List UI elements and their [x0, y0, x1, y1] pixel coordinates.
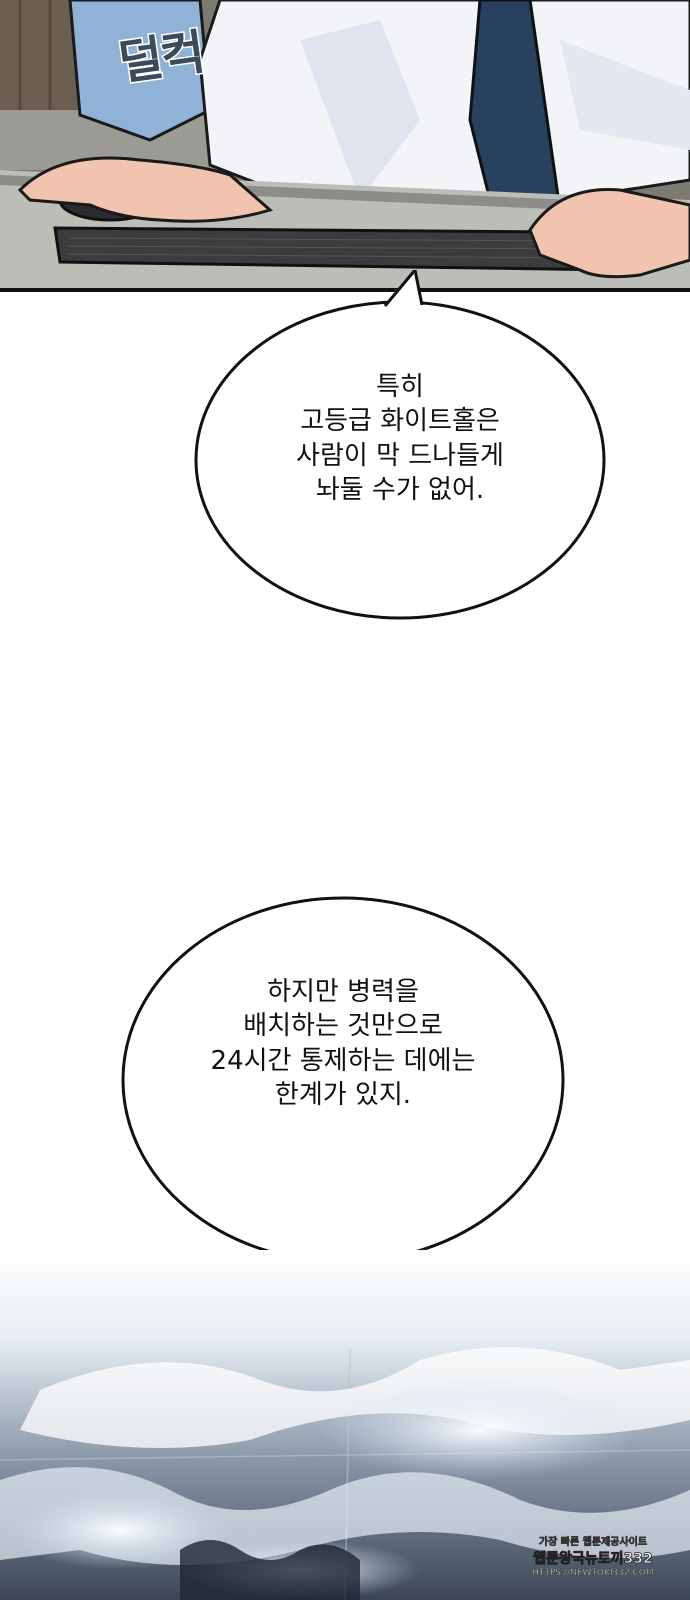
speech-bubble-2-text: 하지만 병력을 배치하는 것만으로 24시간 통제하는 데에는 한계가 있지. — [118, 975, 568, 1112]
mist-energy-illustration — [0, 1250, 690, 1600]
bubble-line: 사람이 막 드나들게 — [296, 440, 504, 471]
bubble-line: 한계가 있지. — [274, 1079, 412, 1110]
bubble-line: 놔둘 수가 없어. — [315, 474, 485, 505]
bubble-line: 특히 — [376, 372, 424, 402]
bottom-panel: 가장 빠른 웹툰제공사이트 웹툰왕국뉴토끼332 HTTPS://NEWTOKI… — [0, 1250, 690, 1600]
office-scene-illustration — [0, 0, 690, 288]
watermark-line-1: 가장 빠른 웹툰제공사이트 — [538, 1537, 648, 1549]
bubble-line: 24시간 통제하는 데에는 — [210, 1045, 476, 1076]
bubble-line: 고등급 화이트홀은 — [300, 406, 500, 437]
watermark-line-2: 웹툰왕국뉴토끼332 — [533, 1551, 653, 1568]
speech-bubble-1-text: 특히 고등급 화이트홀은 사람이 막 드나들게 놔둘 수가 없어. — [190, 370, 610, 507]
bubble-line: 하지만 병력을 — [267, 977, 419, 1007]
speech-bubble-2: 하지만 병력을 배치하는 것만으로 24시간 통제하는 데에는 한계가 있지. — [118, 890, 568, 1270]
top-panel: 덜컥 — [0, 0, 690, 292]
sound-effect-text: 덜컥 — [114, 23, 208, 93]
watermark: 가장 빠른 웹툰제공사이트 웹툰왕국뉴토끼332 HTTPS://NEWTOKI… — [518, 1533, 668, 1579]
watermark-line-3: HTTPS://NEWTOKI332.COM — [532, 1568, 654, 1578]
speech-bubble-shape — [194, 266, 606, 620]
bubble-line: 배치하는 것만으로 — [243, 1011, 443, 1042]
speech-bubble-1: 특히 고등급 화이트홀은 사람이 막 드나들게 놔둘 수가 없어. — [190, 266, 610, 630]
